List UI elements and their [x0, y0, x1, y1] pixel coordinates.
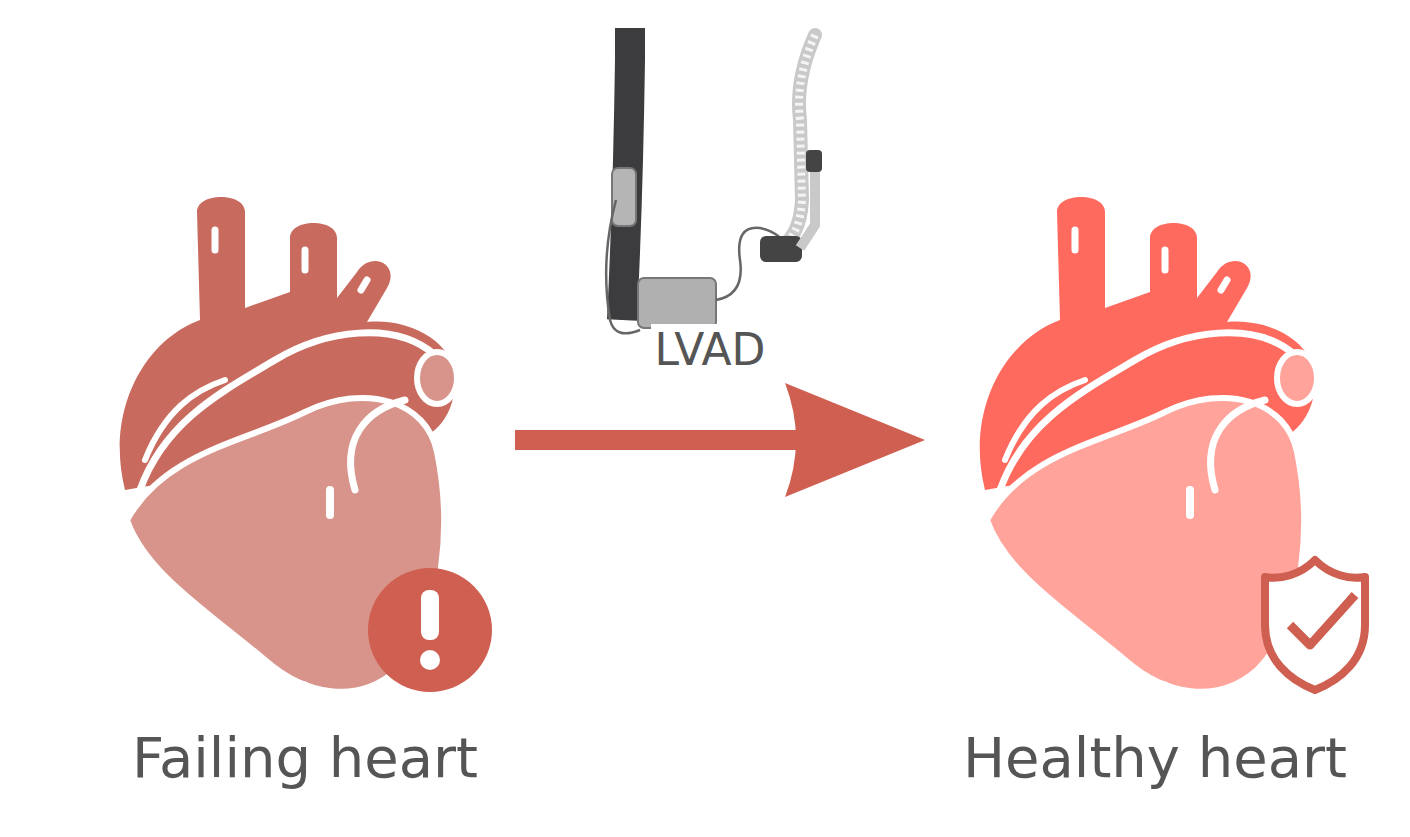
- heart-highlight: [1186, 490, 1194, 515]
- aorta-opening: [417, 352, 457, 404]
- heart-illustration: [925, 185, 1375, 705]
- heart-highlight: [225, 635, 305, 685]
- heart-highlight: [351, 400, 405, 490]
- connector-tube: [800, 160, 815, 248]
- heart-outline: [1000, 333, 1295, 490]
- heart-illustration: [95, 185, 505, 705]
- aorta-opening: [1277, 352, 1317, 404]
- heart-node: Healthy heart: [925, 185, 1385, 815]
- heart-outline: [140, 333, 435, 490]
- alert-badge: [368, 568, 492, 692]
- tube-ribbing: [775, 35, 815, 250]
- vessel-highlight: [215, 230, 367, 290]
- connector-cap: [806, 150, 822, 172]
- flow-arrow: [515, 383, 925, 497]
- heart-ventricles: [987, 398, 1304, 692]
- vessel-highlight: [1075, 230, 1227, 290]
- heart-highlight: [1085, 635, 1165, 685]
- shield-check-badge: [1265, 560, 1365, 690]
- heart-caption: Healthy heart: [925, 725, 1385, 790]
- controller-box: [638, 278, 716, 328]
- heart-highlight: [1211, 400, 1265, 490]
- connector: [760, 236, 802, 262]
- heart-highlight: [1005, 380, 1085, 460]
- edge-label: LVAD: [651, 324, 770, 375]
- wire: [606, 200, 640, 333]
- arrow-shaft: [515, 430, 805, 450]
- heart-caption: Failing heart: [95, 725, 515, 790]
- heart-highlight: [326, 490, 334, 515]
- arrow-head: [785, 383, 925, 497]
- outflow-tube: [775, 35, 815, 250]
- heart-node: Failing heart: [95, 185, 515, 815]
- heart-highlight: [145, 380, 225, 460]
- cable-clip: [612, 168, 636, 226]
